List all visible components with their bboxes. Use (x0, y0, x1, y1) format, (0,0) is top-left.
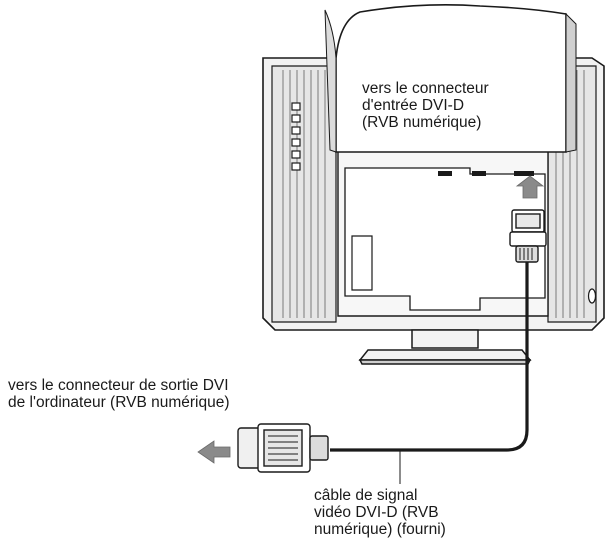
input-label-line: vers le connecteur (362, 80, 489, 97)
output-connector-label: vers le connecteur de sortie DVI de l'or… (8, 377, 230, 411)
output-label-line: vers le connecteur de sortie DVI (8, 377, 229, 394)
insert-arrow-icon (515, 175, 545, 199)
dvi-plug-monitor (509, 209, 547, 263)
cable-label-line: vidéo DVI-D (RVB (314, 504, 439, 521)
input-connector-label: vers le connecteur d'entrée DVI-D (RVB n… (362, 80, 489, 131)
side-buttons (291, 102, 301, 171)
cable-label-line: câble de signal (314, 487, 418, 504)
input-label-line: d'entrée DVI-D (362, 97, 465, 114)
output-label-line: de l'ordinateur (RVB numérique) (8, 394, 230, 411)
dvi-plug-computer (237, 423, 329, 473)
dvi-cable (330, 262, 529, 452)
input-label-line: (RVB numérique) (362, 114, 482, 131)
label-card (324, 4, 577, 153)
cable-label: câble de signal vidéo DVI-D (RVB numériq… (314, 487, 446, 538)
monitor-stand (358, 329, 532, 365)
cable-label-line: numérique) (fourni) (314, 521, 446, 538)
output-arrow-icon (197, 440, 231, 464)
connector-slots (438, 171, 534, 176)
